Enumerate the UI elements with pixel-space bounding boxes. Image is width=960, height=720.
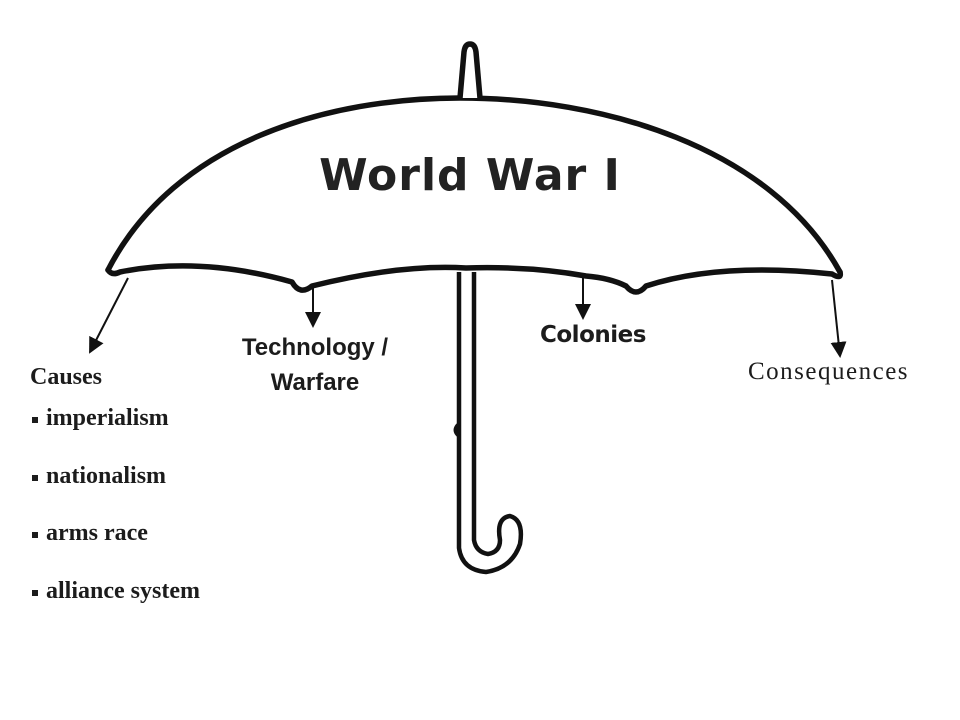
umbrella-shaft — [456, 272, 524, 575]
causes-item-text: alliance system — [46, 577, 200, 604]
causes-list-item: imperialism — [30, 405, 200, 463]
causes-list-item: nationalism — [30, 463, 200, 521]
causes-item-text: imperialism — [46, 405, 169, 431]
diagram-title: World War I — [319, 150, 621, 201]
arrow-to-consequences — [830, 279, 847, 358]
causes-item-text: arms race — [46, 520, 148, 546]
square-bullet-icon — [32, 589, 38, 596]
causes-heading: Causes — [30, 364, 103, 390]
square-bullet-icon — [32, 417, 38, 423]
branch-consequences-label: Consequences — [748, 358, 910, 385]
branch-technology-label: Technology / Warfare — [241, 334, 389, 396]
causes-list: imperialism nationalism arms race allian… — [30, 405, 200, 635]
causes-section: Causes imperialism nationalism arms race… — [30, 364, 200, 635]
square-bullet-icon — [32, 474, 38, 481]
umbrella-shaft-notch — [453, 422, 461, 438]
square-bullet-icon — [32, 532, 38, 538]
causes-item-text: nationalism — [46, 462, 167, 489]
arrow-to-causes — [89, 277, 129, 354]
causes-list-item: alliance system — [30, 578, 200, 636]
umbrella-scalloped-edge — [105, 263, 844, 295]
branch-colonies-label: Colonies — [540, 322, 646, 348]
causes-list-item: arms race — [30, 520, 200, 578]
umbrella-tip — [457, 41, 483, 99]
